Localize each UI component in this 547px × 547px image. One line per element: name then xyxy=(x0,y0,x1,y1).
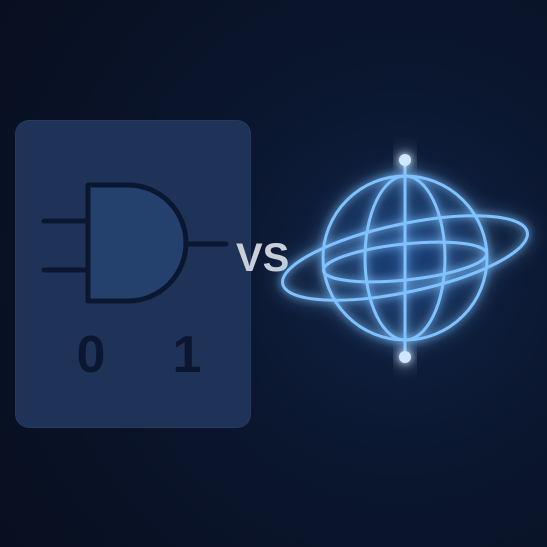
gate-body xyxy=(85,182,189,304)
versus-label: VS xyxy=(236,236,290,280)
bit-zero: 0 xyxy=(76,326,106,384)
orbit-ring xyxy=(281,214,529,302)
binary-digits: 0 1 xyxy=(74,325,204,385)
axis-node-top xyxy=(399,154,411,166)
axis-node-bottom xyxy=(399,351,411,363)
bit-one: 1 xyxy=(172,326,202,384)
globe-equator xyxy=(321,240,489,284)
